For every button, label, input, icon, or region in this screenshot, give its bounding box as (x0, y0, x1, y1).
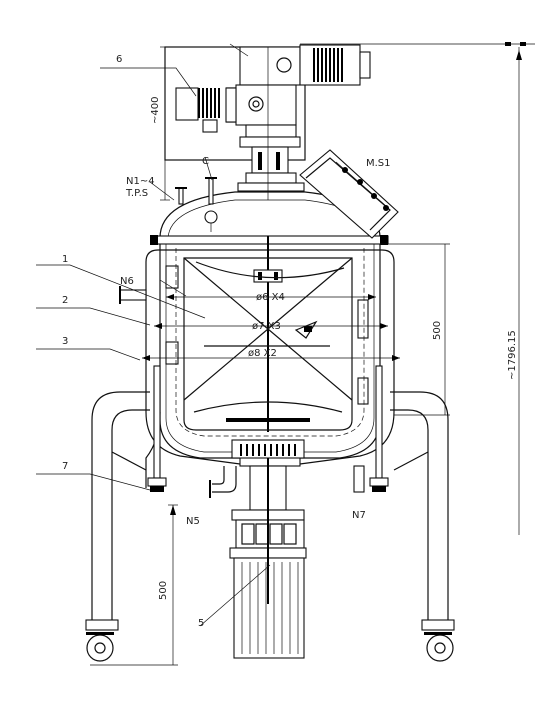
dimension-lines (90, 42, 535, 666)
diameter-label-2: ø7 X3 (252, 321, 281, 332)
dim-overall-height: ~1796.15 (507, 330, 518, 380)
label-n7: N7 (352, 510, 366, 521)
motor-fins-left (198, 88, 220, 118)
label-n5: N5 (186, 516, 200, 527)
diameter-label-3: ø8 X2 (248, 348, 277, 359)
callout-5: 5 (198, 618, 204, 629)
callout-7: 7 (62, 461, 68, 472)
vessel-body (145, 191, 395, 467)
jacket-probes (147, 365, 389, 493)
motor-fins-top (313, 48, 343, 82)
callout-2: 2 (62, 295, 68, 306)
motor-fins-bottom (241, 562, 299, 654)
manhole (299, 149, 399, 239)
label-n1-4: N1~4 (126, 176, 155, 187)
leader-lines (36, 43, 271, 627)
label-c: C (202, 156, 209, 167)
bottom-drive-motor (229, 439, 307, 659)
callout-3: 3 (62, 336, 68, 347)
dim-top-height: ~400 (150, 97, 161, 124)
nozzle-n6 (119, 286, 147, 304)
agitator (183, 236, 353, 432)
dim-leg-height: 500 (158, 581, 169, 600)
top-drive-assembly (164, 44, 371, 200)
label-tps: T.P.S (125, 188, 148, 199)
label-ms1: M.S1 (366, 158, 391, 169)
outlet-n5 (209, 466, 237, 498)
top-nozzles (175, 177, 218, 232)
diameter-lines (142, 294, 400, 361)
diameter-label-1: ø6 X4 (256, 292, 285, 303)
callout-1: 1 (62, 254, 68, 265)
dim-jacket-height: 500 (432, 321, 443, 340)
callout-6: 6 (116, 54, 122, 65)
label-n6: N6 (120, 276, 134, 287)
